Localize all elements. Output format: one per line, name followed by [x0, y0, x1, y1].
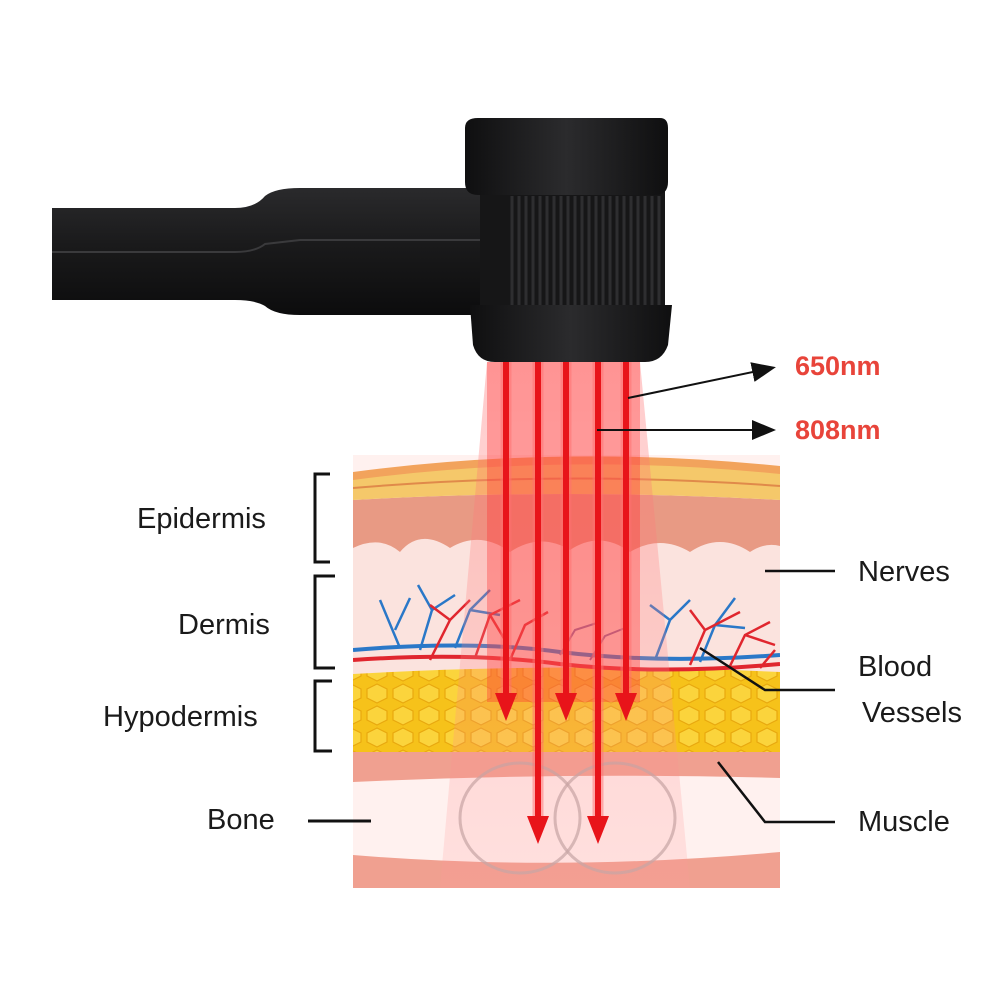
label-epidermis: Epidermis	[137, 503, 266, 535]
label-bone: Bone	[207, 804, 275, 836]
device-top-cap	[465, 118, 668, 195]
beam-arrowhead	[615, 693, 637, 721]
label-vessels: Vessels	[862, 697, 962, 729]
laser-device	[52, 118, 672, 362]
label-hypodermis: Hypodermis	[103, 701, 258, 733]
device-bottom-cap	[470, 305, 672, 362]
left-brackets	[308, 472, 371, 823]
beam-arrowhead	[527, 816, 549, 844]
beam-arrowhead	[587, 816, 609, 844]
pointer-650nm	[627, 362, 776, 399]
wavelength-650-label: 650nm	[795, 351, 881, 381]
bracket-dermis	[313, 574, 335, 670]
label-blood: Blood	[858, 651, 933, 683]
line-blood-vessels	[699, 646, 835, 692]
beam-arrows	[495, 362, 637, 844]
bracket-epidermis	[313, 472, 330, 564]
right-leaders	[699, 569, 835, 824]
device-handle	[52, 188, 510, 315]
wavelength-808-label: 808nm	[795, 415, 881, 445]
line-muscle	[717, 761, 835, 824]
label-muscle: Muscle	[858, 806, 950, 838]
label-nerves: Nerves	[858, 556, 950, 588]
grip-ridges	[510, 196, 661, 305]
label-dermis: Dermis	[178, 609, 270, 641]
light-beams	[440, 362, 690, 888]
beam-arrowhead	[495, 693, 517, 721]
beam-arrowhead	[555, 693, 577, 721]
bracket-hypodermis	[313, 679, 332, 753]
